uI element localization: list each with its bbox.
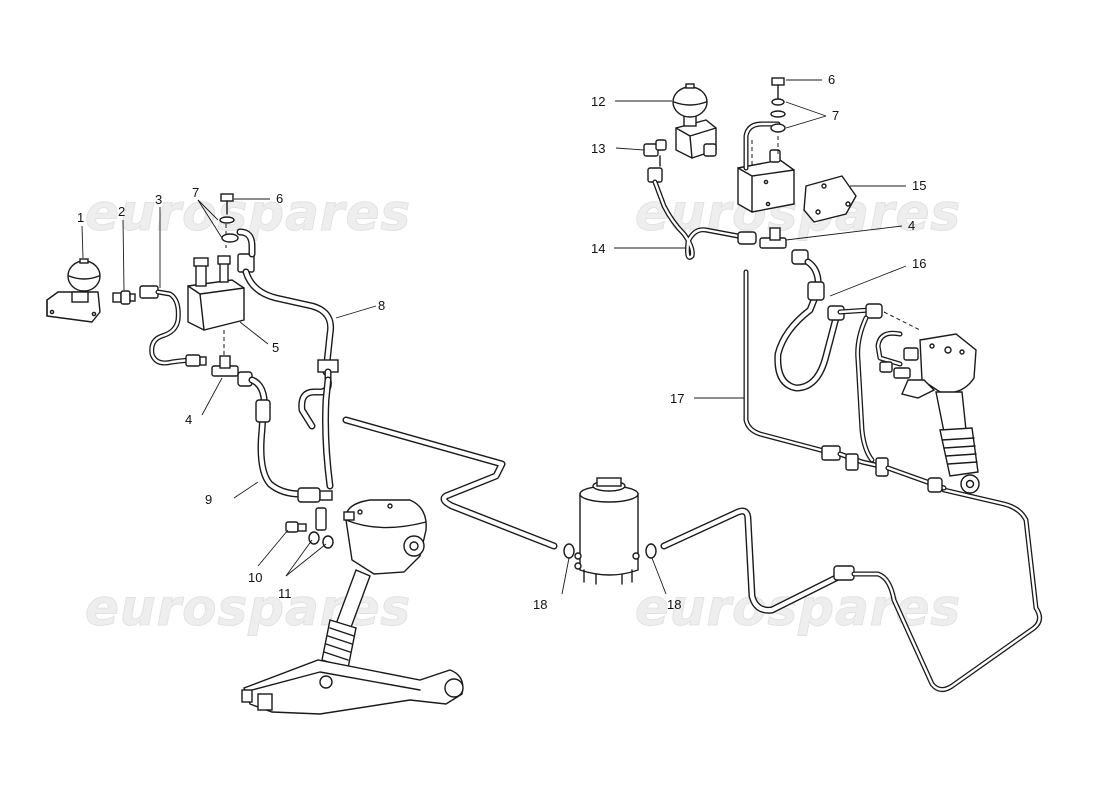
left-strut-assembly [241,499,464,715]
right-pipe-from-reservoir [660,487,1042,692]
callout-3: 3 [155,192,162,207]
part-7-washers-left [219,216,239,243]
callout-4-right: 4 [908,218,915,233]
callout-6-right: 6 [828,72,835,87]
part-9-hose [248,376,333,503]
callout-9: 9 [205,492,212,507]
callout-7-left: 7 [192,185,199,200]
callout-11: 11 [278,586,292,601]
callout-15: 15 [912,178,926,193]
part-5-valve-block [187,224,245,355]
part-6-bolt-right [771,77,785,99]
part-8-return-pipe [236,228,339,490]
callout-7-right: 7 [832,108,839,123]
leader-lines [81,79,907,595]
callout-18-left: 18 [533,597,547,612]
part-15-valve-bracket [737,121,857,223]
callout-12: 12 [591,94,605,109]
part-3-coil-pipe [139,285,207,367]
reservoir [574,477,640,585]
callout-14: 14 [591,241,605,256]
part-18-washer-left [563,543,575,559]
callout-10: 10 [248,570,262,585]
part-1-accumulator [46,258,101,323]
callout-18-right: 18 [667,597,681,612]
part-11-washers [308,507,334,549]
callout-2: 2 [118,204,125,219]
callout-8: 8 [378,298,385,313]
part-16-hose [774,258,921,392]
center-pipe-to-reservoir [342,416,558,550]
part-14-coil-pipe [647,167,757,260]
watermark-top-left: eurospares [85,184,411,242]
callout-5: 5 [272,340,279,355]
callout-numbers: 1 2 3 7 6 8 5 4 9 10 11 18 18 12 13 14 6… [77,72,926,612]
callout-4-left: 4 [185,412,192,427]
part-10-union [285,521,307,533]
part-18-washer-right [645,543,657,559]
watermarks: eurospares eurospares eurospares eurospa… [85,184,961,638]
callout-17: 17 [670,391,684,406]
part-7-washers-right [770,98,786,133]
callout-1: 1 [77,210,84,225]
part-17-rigid-pipe [743,269,947,493]
part-12-accumulator [672,83,717,159]
callout-13: 13 [591,141,605,156]
watermark-bottom-right: eurospares [635,579,961,637]
part-2-union [112,290,136,305]
callout-16: 16 [912,256,926,271]
part-4-tee-right [759,227,809,265]
part-13-banjo [643,139,667,167]
right-strut-assembly [855,315,980,494]
watermark-top-right: eurospares [635,184,961,242]
part-6-bolt-left [220,193,234,215]
callout-6-left: 6 [276,191,283,206]
part-4-tee-left [211,355,253,387]
